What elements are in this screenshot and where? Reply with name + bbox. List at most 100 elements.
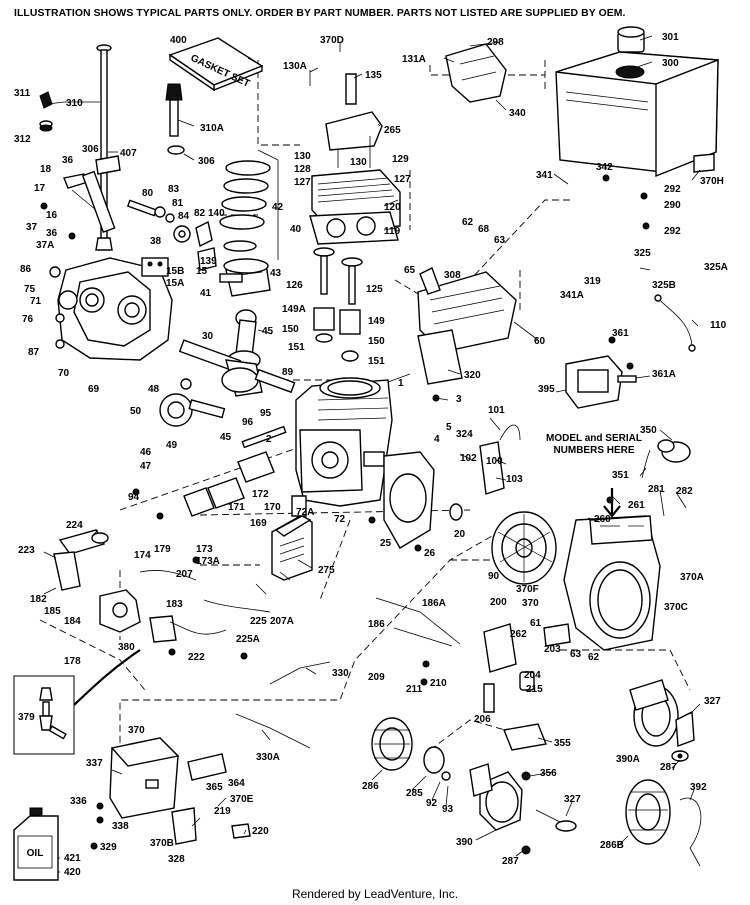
- callout: 380: [118, 642, 135, 653]
- callout: 131A: [402, 54, 426, 65]
- callout: 308: [444, 270, 461, 281]
- callout: 203: [544, 644, 561, 655]
- gasket-set-400: GASKET SET: [168, 37, 264, 92]
- callout: 186: [368, 619, 385, 630]
- callout: 48: [148, 384, 160, 395]
- callout: 151: [288, 342, 305, 353]
- starter-390A: [629, 679, 695, 762]
- callout: 328: [168, 854, 185, 865]
- callout: 184: [64, 616, 81, 627]
- callout: 338: [112, 821, 129, 832]
- callout: 169: [250, 518, 267, 529]
- callout: 324: [456, 429, 473, 440]
- callout: 370: [522, 598, 539, 609]
- callout: 36: [46, 228, 58, 239]
- oil-bottle: OIL: [13, 807, 59, 881]
- callout: 350: [640, 425, 657, 436]
- callout: 63: [494, 235, 506, 246]
- callout: 81: [172, 198, 184, 209]
- callout: 292: [664, 226, 681, 237]
- callout: 119: [384, 226, 401, 237]
- callout: 65: [404, 265, 416, 276]
- callout: 171: [228, 502, 245, 513]
- callout: 140: [208, 208, 225, 219]
- callout: 370D: [320, 35, 344, 46]
- callout: 92: [426, 798, 438, 809]
- misc-fasteners: [90, 174, 683, 855]
- callout: 287: [502, 856, 519, 867]
- callout: 149: [368, 316, 385, 327]
- piston-and-rings: [219, 149, 279, 297]
- callout: 94: [128, 492, 140, 503]
- callout: 126: [286, 280, 303, 291]
- callout: 282: [676, 486, 693, 497]
- callout: 390: [456, 837, 473, 848]
- callout: 5: [446, 422, 452, 433]
- callout: 15B: [166, 266, 184, 277]
- backplate-and-ignition: [383, 424, 521, 549]
- callout: 89: [282, 367, 294, 378]
- callout: 96: [242, 417, 254, 428]
- cylinder-head: [309, 169, 401, 245]
- throttle-control: [483, 623, 571, 713]
- callout: 37A: [36, 240, 54, 251]
- callout: 223: [18, 545, 35, 556]
- callout: 286: [362, 781, 379, 792]
- leader-lines: [43, 35, 701, 873]
- oil-bottle-label: OIL: [27, 848, 44, 859]
- callout: 120: [384, 202, 401, 213]
- callout: 222: [188, 652, 205, 663]
- callout: 341: [536, 170, 553, 181]
- callout: 225A: [236, 634, 260, 645]
- callout: 1: [398, 378, 404, 389]
- callout: 336: [70, 796, 87, 807]
- starter-cup: [371, 717, 451, 781]
- callout: 16: [46, 210, 58, 221]
- recoil-starter: [469, 723, 577, 832]
- serial-note-line1: MODEL and SERIAL: [546, 433, 642, 444]
- control-switch-395: [565, 355, 637, 409]
- callout: 174: [134, 550, 151, 561]
- callout: 210: [430, 678, 447, 689]
- callout: 298: [487, 37, 504, 48]
- callout: 325B: [652, 280, 676, 291]
- callout: 47: [140, 461, 152, 472]
- callout: 129: [392, 154, 409, 165]
- callout: 3: [456, 394, 462, 405]
- tank-bracket-340: [445, 43, 507, 103]
- callout: 225: [250, 616, 267, 627]
- breather-dipstick-310A: [165, 83, 185, 155]
- callout: 110: [710, 320, 727, 331]
- callout: 281: [648, 484, 665, 495]
- callout: 87: [28, 347, 40, 358]
- callout: 173A: [196, 556, 220, 567]
- callout: 37: [26, 222, 38, 233]
- callout: 61: [530, 618, 542, 629]
- callout: 4: [434, 434, 440, 445]
- intake-gaskets: [183, 425, 287, 517]
- callout: 330: [332, 668, 349, 679]
- callout: 337: [86, 758, 103, 769]
- callout: 179: [154, 544, 171, 555]
- callout: 71: [30, 296, 42, 307]
- callout: 310: [66, 98, 83, 109]
- callout: 20: [454, 529, 466, 540]
- callout: 260: [594, 514, 611, 525]
- callout: 128: [294, 164, 311, 175]
- callout: 26: [424, 548, 436, 559]
- callout: 45: [262, 326, 274, 337]
- callout: 329: [100, 842, 117, 853]
- callout: 207: [176, 569, 193, 580]
- callout: 139: [200, 256, 217, 267]
- callout: 421: [64, 853, 81, 864]
- callout: 41: [200, 288, 212, 299]
- crankcase-cover-70: [49, 257, 173, 361]
- callout: 370E: [230, 794, 254, 805]
- footer-credit: Rendered by LeadVenture, Inc.: [291, 887, 459, 901]
- callout: 290: [664, 200, 681, 211]
- callout: 69: [88, 384, 100, 395]
- callout: 149A: [282, 304, 306, 315]
- callout: 93: [442, 804, 454, 815]
- callout: 370C: [664, 602, 688, 613]
